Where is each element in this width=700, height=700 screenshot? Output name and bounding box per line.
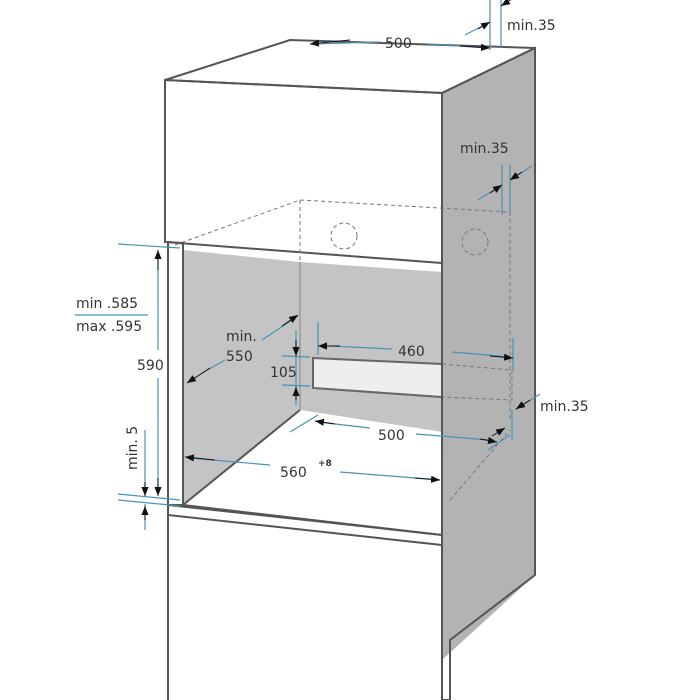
- left-post: [167, 240, 184, 506]
- height-min-label: min .585: [76, 296, 138, 312]
- opening-tolerance-label: +8: [318, 459, 332, 469]
- floor-depth-label: 500: [378, 428, 405, 444]
- upper-cabinet-front: [164, 78, 443, 265]
- right-gap-label: min.35: [540, 399, 589, 415]
- rail-width-label: 460: [398, 344, 425, 360]
- right-side-panel: [442, 48, 535, 700]
- vent-hole-icon: [330, 222, 358, 250]
- vent-hole-icon: [461, 228, 489, 256]
- min-depth-label-line1: min.: [226, 329, 257, 345]
- side-gap-label: min.35: [460, 141, 509, 157]
- top-gap-label: min.35: [507, 18, 556, 34]
- opening-floor: [183, 410, 442, 535]
- min-depth-label-line2: 550: [226, 349, 253, 365]
- height-max-label: max .595: [76, 319, 142, 335]
- top-depth-label: 500: [385, 36, 412, 52]
- bottom-gap-label: min. 5: [125, 426, 141, 470]
- rail-height-label: 105: [270, 365, 297, 381]
- appliance-height-label: 590: [137, 358, 164, 374]
- opening-width-label: 560: [280, 465, 307, 481]
- opening-left-wall: [183, 250, 300, 505]
